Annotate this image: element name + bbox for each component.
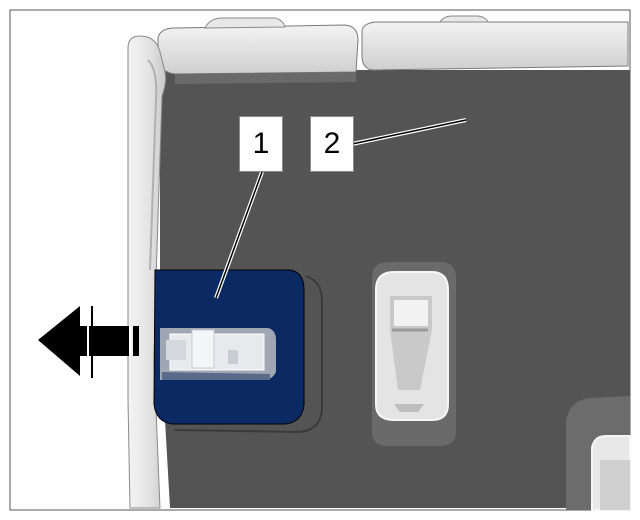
lower-right-fitting [566,396,631,511]
top-trim-strip-left [157,24,359,75]
pull-direction-arrow [38,306,139,378]
release-tab [160,328,276,380]
recess-shadow [174,275,323,434]
callout-2: 2 [310,116,354,172]
top-trim-clip [204,17,286,29]
top-trim-shadow [175,72,356,84]
pillar-trim [127,35,167,509]
callout-1: 1 [239,116,283,172]
pillar-trim-edge [147,59,158,271]
latch-slot [372,262,456,446]
top-trim-clip [439,15,489,23]
top-trim-strip-right [361,21,629,71]
